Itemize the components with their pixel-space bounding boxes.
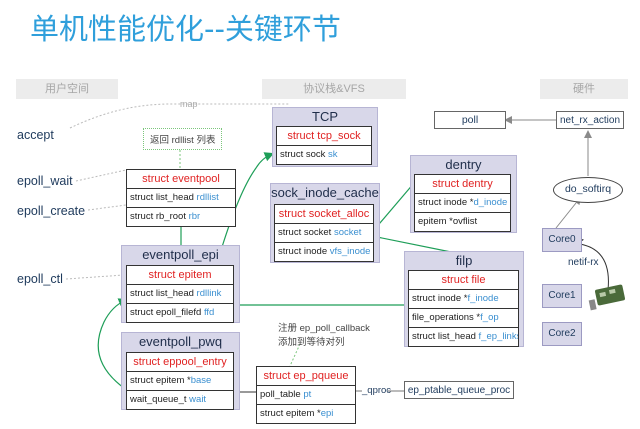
struct-file-head: struct file <box>441 274 486 286</box>
column-header-hardware: 硬件 <box>540 79 628 99</box>
file-field-f-ep-links: struct list_head f_ep_links <box>409 327 518 346</box>
group-tcp: TCP struct tcp_sock struct sock sk <box>272 107 378 167</box>
group-eventpoll-epi-title: eventpoll_epi <box>142 247 219 262</box>
eventpool-field-rdllist: struct list_head rdllist <box>127 188 235 207</box>
group-filp: filp struct file struct inode *f_inode f… <box>404 251 524 347</box>
struct-eventpool-head: struct eventpool <box>142 173 220 185</box>
file-field-f-inode: struct inode *f_inode <box>409 289 518 308</box>
group-sock-inode-cache: sock_inode_cache struct socket_alloc str… <box>270 183 380 263</box>
ep-pqueue-field-pt: poll_table pt <box>257 385 355 404</box>
column-header-user-space: 用户空间 <box>16 79 118 99</box>
network-card-icon <box>588 284 625 311</box>
struct-epitem-head: struct epitem <box>148 269 212 281</box>
eventpool-field-rbr: struct rb_root rbr <box>127 207 235 226</box>
label-epoll-wait: epoll_wait <box>17 174 73 188</box>
net-rx-action-box: net_rx_action <box>556 111 624 129</box>
socket-alloc-field-socket: struct socket socket <box>275 223 373 242</box>
note-register-line1: 注册 ep_poll_callback <box>278 323 370 334</box>
socket-alloc-field-vfs-inode: struct inode vfs_inode <box>275 242 373 261</box>
core1-box: Core1 <box>542 284 582 308</box>
map-label: map <box>180 99 198 109</box>
file-field-f-op: file_operations *f_op <box>409 308 518 327</box>
qproc-label: _qproc <box>362 383 391 399</box>
epitem-field-rdllink: struct list_head rdllink <box>127 284 233 303</box>
note-register-callback: 注册 ep_poll_callback 添加到等待对列 <box>278 322 370 350</box>
dentry-field-d-inode: struct inode *d_inode <box>415 193 510 212</box>
label-epoll-create: epoll_create <box>17 204 86 218</box>
struct-file-box: struct file struct inode *f_inode file_o… <box>408 270 519 347</box>
do-softirq-node: do_softirq <box>553 177 623 203</box>
note-register-line2: 添加到等待对列 <box>278 337 345 348</box>
ep-pqueue-field-epi: struct epitem *epi <box>257 404 355 423</box>
struct-socket-alloc-head: struct socket_alloc <box>278 208 370 220</box>
page-title: 单机性能优化--关键环节 <box>30 12 341 46</box>
struct-eventpool-box: struct eventpool struct list_head rdllis… <box>126 169 236 227</box>
struct-ep-pqueue-head: struct ep_pqueue <box>263 370 349 382</box>
note-return-rdllist: 返回 rdllist 列表 <box>143 128 223 150</box>
struct-epitem-box: struct epitem struct list_head rdllink s… <box>126 265 234 323</box>
column-header-protocol-vfs: 协议栈&VFS <box>262 79 406 99</box>
epitem-field-ffd: struct epoll_filefd ffd <box>127 303 233 322</box>
core2-box: Core2 <box>542 322 582 346</box>
netif-rx-label: netif-rx <box>568 257 599 268</box>
group-eventpoll-epi: eventpoll_epi struct epitem struct list_… <box>121 245 240 323</box>
struct-eppool-entry-box: struct eppool_entry struct epitem *base … <box>126 352 234 410</box>
eppool-field-base: struct epitem *base <box>127 371 233 390</box>
group-dentry: dentry struct dentry struct inode *d_ino… <box>410 155 517 233</box>
struct-dentry-head: struct dentry <box>432 178 493 190</box>
struct-eppool-entry-head: struct eppool_entry <box>133 356 227 368</box>
label-epoll-ctl: epoll_ctl <box>17 272 63 286</box>
struct-tcp-sock-head: struct tcp_sock <box>287 130 361 142</box>
group-eventpoll-pwq: eventpoll_pwq struct eppool_entry struct… <box>121 332 240 410</box>
tcp-field-sk: struct sock sk <box>277 145 371 164</box>
struct-dentry-box: struct dentry struct inode *d_inode epit… <box>414 174 511 232</box>
ep-ptable-queue-proc-box: ep_ptable_queue_proc <box>404 381 514 399</box>
dentry-field-ovflist: epitem *ovflist <box>415 212 510 231</box>
group-filp-title: filp <box>455 253 473 268</box>
struct-ep-pqueue-box: struct ep_pqueue poll_table pt struct ep… <box>256 366 356 424</box>
group-dentry-title: dentry <box>445 157 482 172</box>
struct-tcp-sock-box: struct tcp_sock struct sock sk <box>276 126 372 165</box>
core0-box: Core0 <box>542 228 582 252</box>
group-eventpoll-pwq-title: eventpoll_pwq <box>138 334 223 349</box>
poll-box: poll <box>434 111 506 129</box>
group-sock-inode-cache-title: sock_inode_cache <box>271 185 379 200</box>
group-tcp-title: TCP <box>312 109 338 124</box>
eppool-field-wait: wait_queue_t wait <box>127 390 233 409</box>
struct-socket-alloc-box: struct socket_alloc struct socket socket… <box>274 204 374 262</box>
label-accept: accept <box>17 128 54 142</box>
